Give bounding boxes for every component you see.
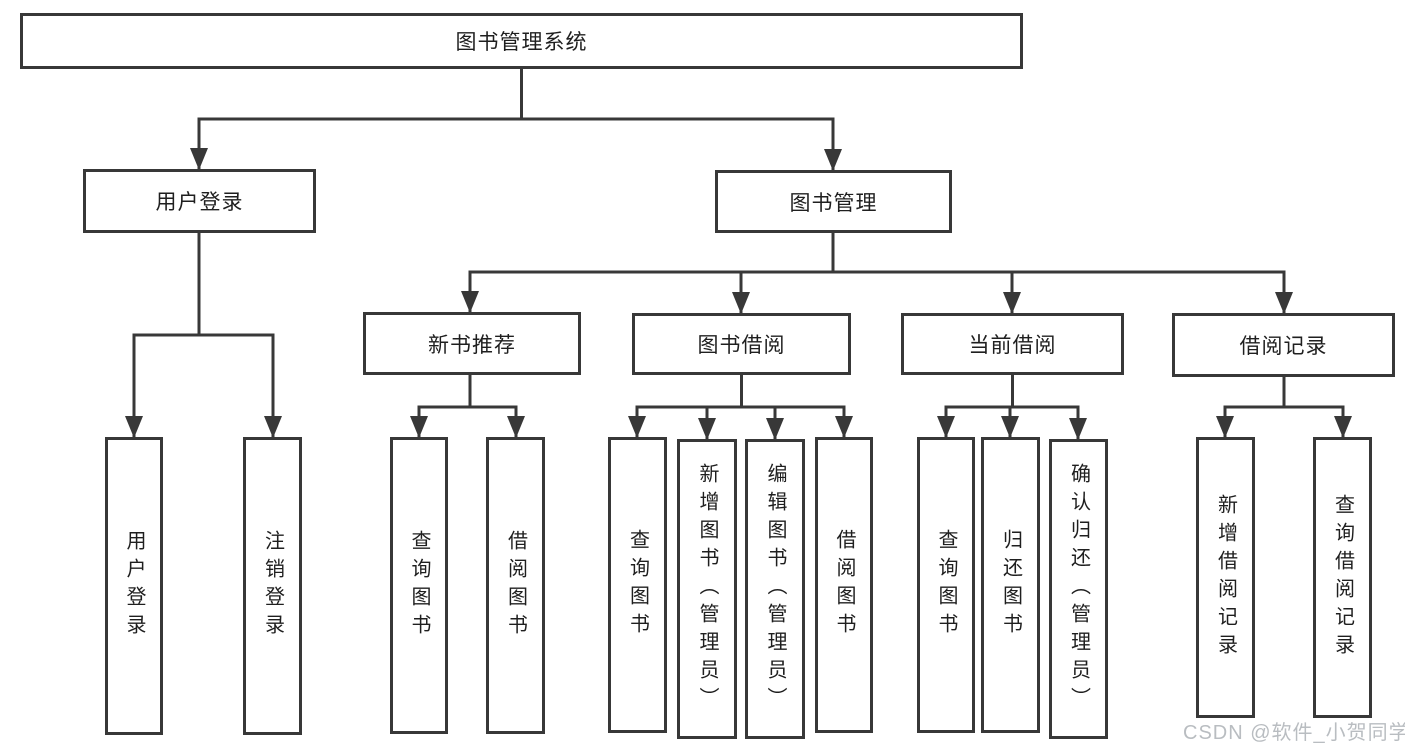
leaf-label: 借阅图书 xyxy=(833,529,855,641)
node-book-mgmt: 图书管理 xyxy=(715,170,952,233)
leaf-label: 新增图书（管理员） xyxy=(696,463,718,715)
connector-new-books xyxy=(410,373,525,439)
leaf-newbooks-borrow: 借阅图书 xyxy=(486,437,545,734)
leaf-label: 注销登录 xyxy=(261,530,284,642)
leaf-label: 新增借阅记录 xyxy=(1214,493,1237,662)
node-book-borrow: 图书借阅 xyxy=(632,313,851,375)
node-new-books: 新书推荐 xyxy=(363,312,581,375)
node-borrow-records: 借阅记录 xyxy=(1172,313,1395,377)
leaf-label: 查询图书 xyxy=(935,529,957,641)
connector-book-borrow xyxy=(628,373,853,441)
leaf-newbooks-query: 查询图书 xyxy=(390,437,448,734)
node-current-borrow: 当前借阅 xyxy=(901,313,1124,375)
leaf-current-query: 查询图书 xyxy=(917,437,975,733)
leaf-label: 编辑图书（管理员） xyxy=(764,463,786,715)
connector-user-login xyxy=(125,231,282,439)
leaf-label: 归还图书 xyxy=(999,529,1022,641)
connector-book-mgmt xyxy=(461,231,1293,315)
leaf-current-confirm-admin: 确认归还（管理员） xyxy=(1049,439,1108,739)
connector-current-borrow xyxy=(937,373,1087,441)
leaf-borrow-edit-admin: 编辑图书（管理员） xyxy=(745,439,805,739)
leaf-label: 查询图书 xyxy=(626,529,649,641)
leaf-logout: 注销登录 xyxy=(243,437,302,735)
leaf-label: 确认归还（管理员） xyxy=(1067,463,1090,715)
connector-root xyxy=(190,67,842,172)
leaf-user-login: 用户登录 xyxy=(105,437,163,735)
leaf-label: 借阅图书 xyxy=(504,529,527,642)
leaf-records-add: 新增借阅记录 xyxy=(1196,437,1255,718)
leaf-label: 用户登录 xyxy=(123,530,145,642)
csdn-watermark: CSDN @软件_小贺同学 xyxy=(1183,722,1405,744)
leaf-label: 查询图书 xyxy=(408,529,430,642)
node-user-login: 用户登录 xyxy=(83,169,316,233)
leaf-current-return: 归还图书 xyxy=(981,437,1040,733)
leaf-borrow-book: 借阅图书 xyxy=(815,437,873,733)
connector-borrow-records xyxy=(1216,375,1352,439)
leaf-borrow-query: 查询图书 xyxy=(608,437,667,733)
node-root: 图书管理系统 xyxy=(20,13,1023,69)
leaf-records-query: 查询借阅记录 xyxy=(1313,437,1372,718)
leaf-label: 查询借阅记录 xyxy=(1331,493,1354,662)
leaf-borrow-add-admin: 新增图书（管理员） xyxy=(677,439,737,739)
